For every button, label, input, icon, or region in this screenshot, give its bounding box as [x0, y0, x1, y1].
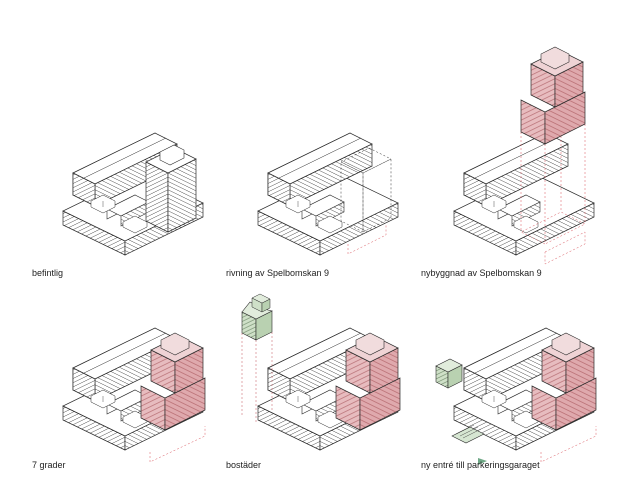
housing-block-small	[435, 358, 463, 389]
caption-ny-entre: ny entré till parkeringsgaraget	[421, 460, 540, 470]
caption-rivning: rivning av Spelbomskan 9	[226, 268, 330, 278]
garage-entrance-ramp	[451, 424, 485, 444]
diagram-ny-entre	[435, 327, 597, 465]
diagram-rivning	[257, 132, 399, 256]
diagram-nybyggnad	[453, 46, 595, 265]
entrance-arrow-icon	[478, 458, 487, 465]
caption-befintlig: befintlig	[32, 268, 64, 278]
diagram-befintlig	[62, 132, 204, 256]
caption-nybyggnad: nybyggnad av Spelbomskan 9	[421, 268, 542, 278]
caption-7-grader: 7 grader	[32, 460, 66, 470]
caption-bostader: bostäder	[226, 460, 262, 470]
diagram-7-grader	[62, 327, 206, 463]
diagram-bostader	[241, 293, 401, 451]
housing-block	[241, 293, 273, 341]
